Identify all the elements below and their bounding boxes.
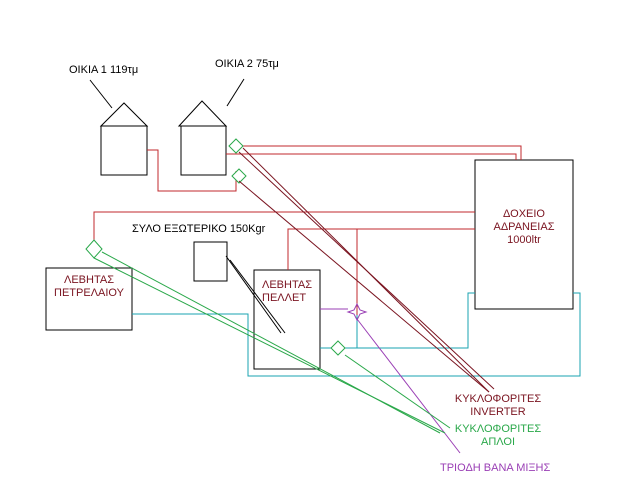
house-1-leader: [89, 79, 113, 109]
storage-tank: [474, 159, 574, 310]
house-1-label: ΟΙΚΙΑ 1 119τμ: [69, 64, 139, 76]
house-1: [99, 102, 149, 176]
pellet-boiler: [253, 269, 321, 370]
valve-house2-return: [231, 168, 247, 184]
house-2-leader: [226, 78, 245, 107]
red-pipes: [93, 145, 522, 315]
inverter-pumps-label-line2: INVERTER: [470, 406, 526, 418]
storage-tank-label-line3: 1000ltr: [507, 234, 541, 246]
silo-label: ΣΥΛΟ ΕΞΩΤΕΡΙΚΟ 150Kgr: [132, 223, 266, 235]
simple-pumps-label: ΚΥΚΛΟΦΟΡΙΤΕΣ ΑΠΛΟΙ: [448, 423, 548, 449]
oil-boiler-label: ΛΕΒΗΤΑΣ ΠΕΤΡΕΛΑΙΟΥ: [46, 274, 132, 300]
mixing-valve-label: ΤΡΙΟΔΗ ΒΑΝΑ ΜΙΞΗΣ: [440, 462, 551, 474]
storage-tank-label-line2: ΑΔΡΑΝΕΙΑΣ: [493, 221, 555, 233]
simple-pump-leaders: [93, 251, 451, 434]
mixing-valve-symbol: [346, 302, 368, 322]
oil-boiler: [45, 267, 133, 331]
simple-pumps-label-line2: ΑΠΛΟΙ: [480, 436, 515, 448]
pellet-boiler-label: ΛΕΒΗΤΑΣ ΠΕΛΛΕΤ: [262, 279, 312, 305]
house-2: [177, 100, 228, 176]
valve-house1-return: [228, 138, 244, 154]
pellet-silo: [193, 241, 228, 282]
house-2-label: ΟΙΚΙΑ 2 75τμ: [215, 58, 279, 70]
silo-feeder: [225, 255, 286, 334]
pellet-boiler-label-line2: ΠΕΛΛΕΤ: [262, 292, 307, 304]
simple-pumps-label-line1: ΚΥΚΛΟΦΟΡΙΤΕΣ: [454, 423, 542, 435]
oil-boiler-label-line1: ΛΕΒΗΤΑΣ: [63, 274, 114, 286]
valve-pellet-boiler: [330, 340, 346, 356]
purple-pipes: [320, 308, 461, 454]
pellet-boiler-label-line1: ΛΕΒΗΤΑΣ: [262, 279, 313, 291]
valve-oil-boiler: [85, 239, 103, 259]
valves: [85, 138, 346, 356]
inverter-pump-leaders: [238, 147, 495, 393]
inverter-pumps-label-line1: ΚΥΚΛΟΦΟΡΙΤΕΣ: [454, 393, 542, 405]
storage-tank-label: ΔΟΧΕΙΟ ΑΔΡΑΝΕΙΑΣ 1000ltr: [475, 208, 573, 247]
storage-tank-label-line1: ΔΟΧΕΙΟ: [503, 208, 545, 220]
inverter-pumps-label: ΚΥΚΛΟΦΟΡΙΤΕΣ INVERTER: [448, 393, 548, 419]
oil-boiler-label-line2: ΠΕΤΡΕΛΑΙΟΥ: [54, 287, 124, 299]
